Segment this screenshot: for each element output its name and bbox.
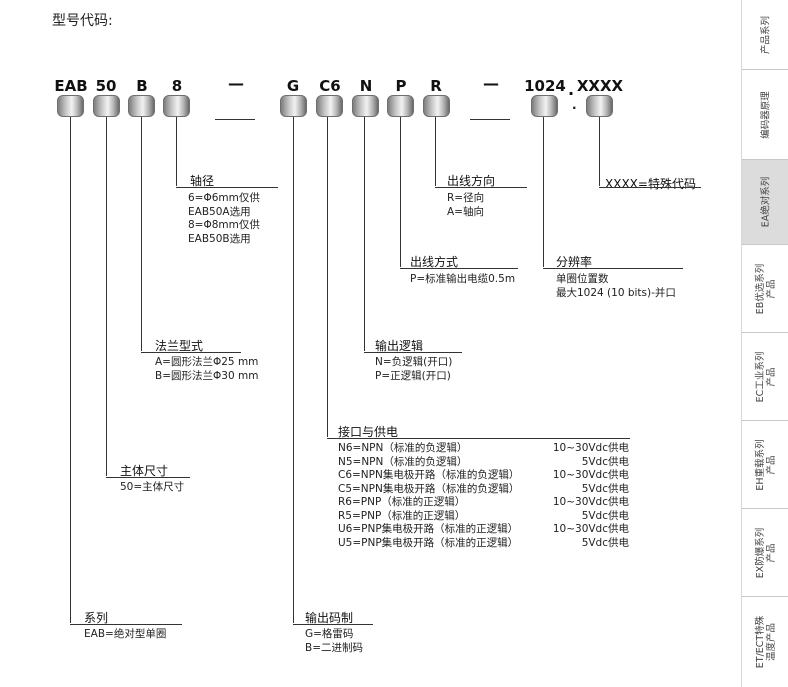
line-output-code <box>293 117 294 623</box>
line-logic <box>364 117 365 351</box>
sidebar-item-encoder-principle[interactable]: 编码器原理 <box>742 70 788 160</box>
logic-label: 输出逻辑 <box>375 339 424 353</box>
resolution-desc: 单圈位置数 最大1024 (10 bits)-并口 <box>556 273 676 299</box>
code-series: EAB <box>54 77 88 95</box>
outcode-desc: G=格雷码 B=二进制码 <box>305 628 364 654</box>
interface-power: 10~30Vdc供电 5Vdc供电 10~30Vdc供电 5Vdc供电 10~3… <box>552 442 629 549</box>
code-output-code: G <box>286 77 300 95</box>
sidebar-item-products[interactable]: 产品系列 <box>742 0 788 70</box>
line-flange <box>141 117 142 351</box>
line-shaft <box>176 117 177 186</box>
sidebar-item-et-ect[interactable]: ET/ECT特殊温度产品 <box>754 615 777 669</box>
code-logic: N <box>359 77 373 95</box>
outlet-label: 出线方式 <box>410 255 459 269</box>
code-dash-1: — <box>228 74 244 93</box>
pill-direction <box>423 95 450 117</box>
code-dash-2: — <box>483 74 499 93</box>
sidebar-item-eb-series[interactable]: EB优选系列产品 <box>742 245 788 333</box>
code-flange: B <box>136 77 148 95</box>
sidebar-item-ex-series[interactable]: EX防爆系列产品 <box>742 509 788 597</box>
line-direction <box>435 117 436 186</box>
sidebar-item-eh-series[interactable]: EH重载系列产品 <box>742 421 788 509</box>
code-outlet: P <box>395 77 407 95</box>
outcode-label: 输出码制 <box>305 611 354 625</box>
pill-interface <box>316 95 343 117</box>
direction-desc: R=径向 A=轴向 <box>447 192 485 218</box>
sidebar: 产品系列 编码器原理 EA绝对系列 EB优选系列产品 EC工业系列产品 EH重载… <box>741 0 788 687</box>
line-interface <box>327 117 328 437</box>
logic-desc: N=负逻辑(开口) P=正逻辑(开口) <box>375 356 453 382</box>
code-interface: C6 <box>319 77 341 95</box>
body-size-label: 主体尺寸 <box>120 464 169 478</box>
pill-series <box>57 95 84 117</box>
code-direction: R <box>430 77 442 95</box>
line-body-size <box>106 117 107 476</box>
pill-logic <box>352 95 379 117</box>
resolution-label: 分辨率 <box>556 255 593 269</box>
special-label: XXXX=特殊代码 <box>605 177 696 191</box>
page-title: 型号代码: <box>52 13 113 29</box>
flange-label: 法兰型式 <box>155 339 204 353</box>
series-desc: EAB=绝对型单圈 <box>84 628 167 640</box>
pill-shaft <box>163 95 190 117</box>
pill-outlet <box>387 95 414 117</box>
code-shaft: 8 <box>171 77 183 95</box>
code-body-size: 50 <box>95 77 117 95</box>
pill-special <box>586 95 613 117</box>
flange-desc: A=圆形法兰Φ25 mm B=圆形法兰Φ30 mm <box>155 356 259 382</box>
body-size-desc: 50=主体尺寸 <box>120 481 185 493</box>
direction-label: 出线方向 <box>447 174 496 188</box>
pill-output-code <box>280 95 307 117</box>
interface-label: 接口与供电 <box>338 425 399 439</box>
shaft-label: 轴径 <box>190 174 215 188</box>
outlet-desc: P=标准输出电缆0.5m <box>410 273 516 285</box>
line-series <box>70 117 71 623</box>
shaft-desc: 6=Φ6mm仅供 EAB50A选用 8=Φ8mm仅供 EAB50B选用 <box>188 192 260 245</box>
code-dot: . <box>568 80 575 99</box>
line-special <box>599 117 600 186</box>
code-resolution: 1024 <box>524 77 566 95</box>
line-resolution <box>543 117 544 267</box>
sidebar-item-ec-series[interactable]: EC工业系列产品 <box>742 333 788 421</box>
code-dot-small: . <box>572 98 577 112</box>
pill-resolution <box>531 95 558 117</box>
pill-body-size <box>93 95 120 117</box>
line-outlet <box>400 117 401 267</box>
sidebar-item-ea-series[interactable]: EA绝对系列 <box>742 160 788 245</box>
series-label: 系列 <box>84 611 109 625</box>
code-special: XXXX <box>576 77 624 95</box>
interface-codes: N6=NPN（标准的负逻辑） N5=NPN（标准的负逻辑） C6=NPN集电极开… <box>338 442 520 549</box>
pill-flange <box>128 95 155 117</box>
